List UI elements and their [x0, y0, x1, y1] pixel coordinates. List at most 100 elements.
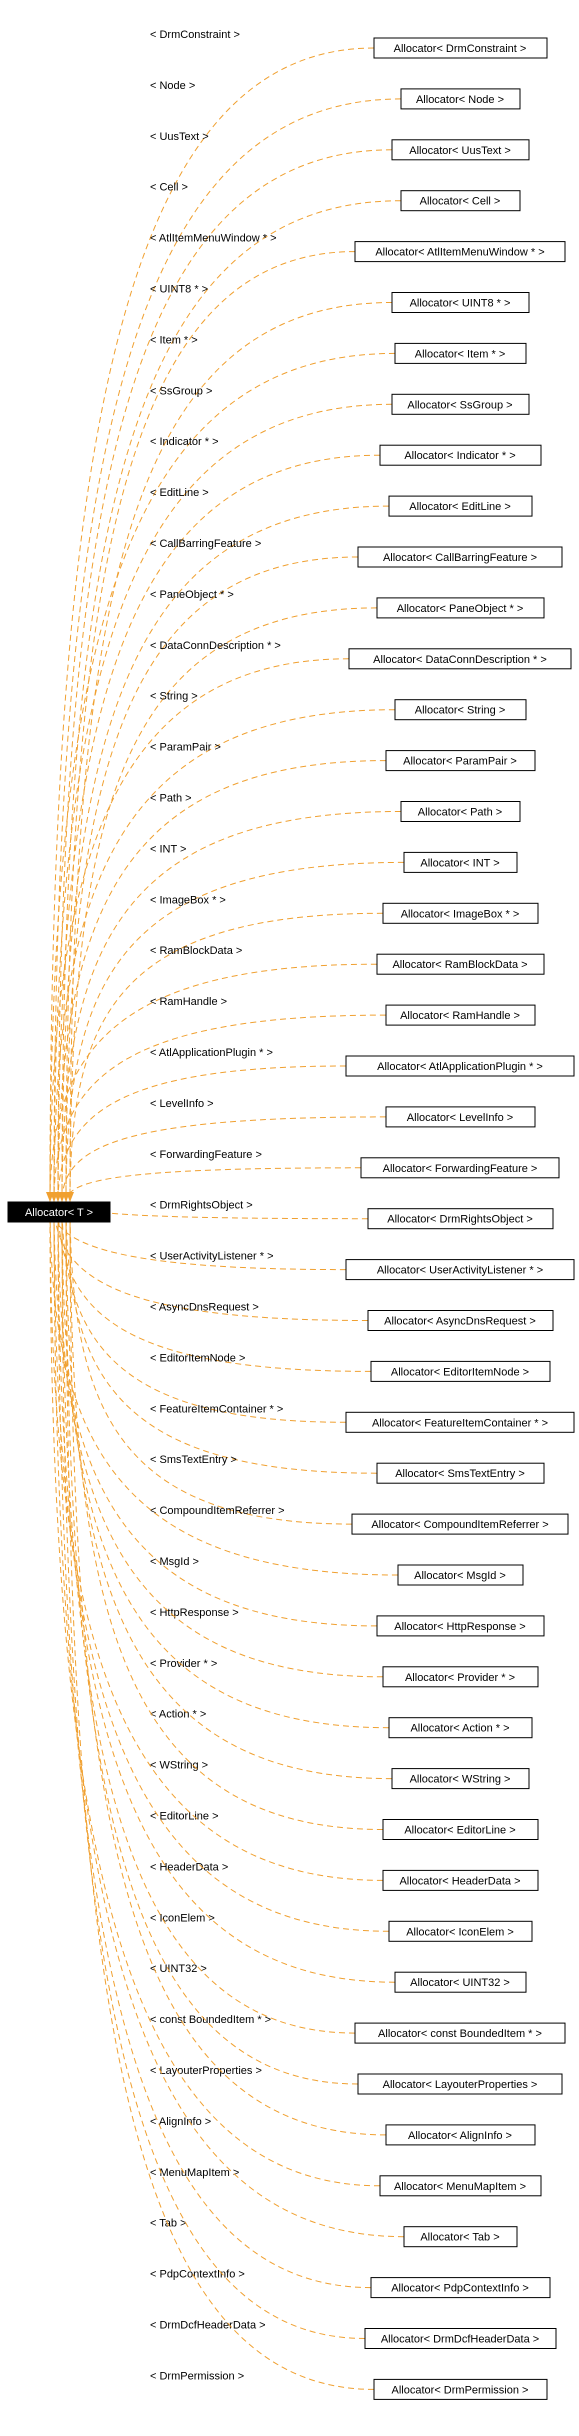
inheritance-edge — [65, 1201, 359, 2085]
derived-node[interactable]: Allocator< MenuMapItem > — [379, 2175, 542, 2197]
derived-node[interactable]: Allocator< DrmDcfHeaderData > — [364, 2328, 557, 2349]
root-node-label: Allocator< T > — [25, 1207, 93, 1219]
derived-node-box — [351, 1513, 569, 1535]
derived-node-box — [367, 1310, 554, 1331]
derived-node[interactable]: Allocator< HttpResponse > — [376, 1615, 545, 1637]
derived-node[interactable]: Allocator< DrmPermission > — [373, 2378, 548, 2400]
inheritance-edge — [49, 1201, 384, 1881]
derived-node[interactable]: Allocator< LevelInfo > — [385, 1106, 536, 1128]
inheritance-edge — [61, 1116, 387, 1203]
derived-node[interactable]: Allocator< RamHandle > — [385, 1004, 536, 1026]
derived-node[interactable]: Allocator< EditLine > — [388, 495, 533, 517]
inheritance-edge — [49, 658, 350, 1203]
derived-node[interactable]: Allocator< ParamPair > — [385, 750, 536, 772]
derived-node[interactable]: Allocator< UusText > — [391, 139, 530, 161]
derived-node[interactable]: Allocator< Action * > — [388, 1717, 533, 1739]
edge-label: < CompoundItemReferrer > — [150, 1505, 285, 1517]
derived-node[interactable]: Allocator< UINT32 > — [394, 1971, 527, 1993]
inheritance-edge — [53, 1201, 378, 1627]
inheritance-edge — [57, 1065, 347, 1203]
derived-node[interactable]: Allocator< SsGroup > — [391, 393, 530, 415]
derived-node[interactable]: Allocator< AtlApplicationPlugin * > — [345, 1055, 575, 1077]
derived-node-label: Allocator< DrmRightsObject > — [387, 1214, 533, 1226]
derived-node[interactable]: Allocator< MsgId > — [397, 1564, 524, 1586]
derived-node-box — [376, 1462, 545, 1484]
inheritance-edge — [69, 1201, 387, 2136]
edge-label: < DrmConstraint > — [150, 29, 240, 41]
derived-node-label: Allocator< Cell > — [420, 196, 501, 208]
derived-node[interactable]: Allocator< AtlItemMenuWindow * > — [354, 241, 566, 263]
edge-label: < Indicator * > — [150, 436, 219, 448]
inheritance-edge — [57, 1201, 396, 1983]
edge-label: < SmsTextEntry > — [150, 1454, 237, 1466]
derived-node-box — [385, 750, 536, 772]
derived-node[interactable]: Allocator< IconElem > — [388, 1920, 533, 1942]
derived-node[interactable]: Allocator< EditorItemNode > — [370, 1360, 551, 1382]
derived-node-label: Allocator< IconElem > — [406, 1926, 514, 1938]
derived-node-box — [345, 1055, 575, 1077]
inheritance-edge — [69, 1201, 384, 1830]
inheritance-edge — [53, 98, 402, 1203]
derived-node[interactable]: Allocator< HeaderData > — [382, 1869, 539, 1891]
inheritance-edge — [57, 1201, 384, 1678]
derived-node[interactable]: Allocator< const BoundedItem * > — [354, 2022, 566, 2044]
derived-node-box — [345, 1411, 575, 1433]
edge-label: < DrmRightsObject > — [150, 1200, 253, 1212]
derived-node[interactable]: Allocator< WString > — [391, 1768, 530, 1790]
derived-node[interactable]: Allocator< Path > — [400, 801, 521, 822]
derived-node[interactable]: Allocator< CompoundItemReferrer > — [351, 1513, 569, 1535]
derived-node[interactable]: Allocator< ForwardingFeature > — [360, 1157, 560, 1179]
derived-node[interactable]: Allocator< FeatureItemContainer * > — [345, 1411, 575, 1433]
derived-node[interactable]: Allocator< PdpContextInfo > — [370, 2277, 551, 2299]
inheritance-edge — [49, 1201, 381, 2187]
derived-node[interactable]: Allocator< AlignInfo > — [385, 2124, 536, 2146]
edge-label: < UusText > — [150, 131, 209, 143]
derived-node[interactable]: Allocator< SmsTextEntry > — [376, 1462, 545, 1484]
derived-node[interactable]: Allocator< DrmConstraint > — [373, 37, 548, 59]
edge-label: < Provider * > — [150, 1658, 217, 1670]
derived-node[interactable]: Allocator< CallBarringFeature > — [357, 546, 563, 568]
derived-node-box — [382, 1869, 539, 1891]
derived-node-box — [367, 1208, 554, 1230]
derived-node[interactable]: Allocator< Indicator * > — [379, 444, 542, 466]
derived-node[interactable]: Allocator< INT > — [403, 851, 518, 873]
derived-node[interactable]: Allocator< PaneObject * > — [376, 597, 545, 619]
inheritance-edge — [65, 1201, 375, 2390]
root-node[interactable]: Allocator< T > — [7, 1201, 111, 1223]
derived-node[interactable]: Allocator< AsyncDnsRequest > — [367, 1310, 554, 1331]
derived-node[interactable]: Allocator< UserActivityListener * > — [345, 1259, 575, 1281]
derived-node[interactable]: Allocator< RamBlockData > — [376, 953, 545, 975]
edge-label: < SsGroup > — [150, 385, 212, 397]
derived-node-label: Allocator< DrmPermission > — [392, 2384, 529, 2396]
derived-node[interactable]: Allocator< EditorLine > — [382, 1819, 539, 1840]
derived-node[interactable]: Allocator< UINT8 * > — [391, 292, 530, 313]
derived-node-label: Allocator< ImageBox * > — [401, 908, 520, 920]
derived-node-box — [385, 1106, 536, 1128]
derived-node-label: Allocator< AsyncDnsRequest > — [384, 1316, 536, 1328]
derived-node[interactable]: Allocator< Item * > — [394, 342, 527, 364]
derived-node[interactable]: Allocator< Node > — [400, 88, 521, 110]
derived-node-box — [373, 37, 548, 59]
derived-node-label: Allocator< CallBarringFeature > — [383, 552, 537, 564]
derived-node[interactable]: Allocator< DrmRightsObject > — [367, 1208, 554, 1230]
derived-node-label: Allocator< HttpResponse > — [394, 1621, 525, 1633]
edge-label: < MenuMapItem > — [150, 2167, 239, 2179]
derived-node-label: Allocator< AtlApplicationPlugin * > — [377, 1061, 543, 1073]
derived-node[interactable]: Allocator< String > — [394, 699, 527, 721]
edge-label: < RamBlockData > — [150, 945, 242, 957]
derived-node[interactable]: Allocator< ImageBox * > — [382, 902, 539, 924]
derived-node[interactable]: Allocator< Tab > — [403, 2226, 518, 2248]
derived-node-box — [379, 444, 542, 466]
derived-node-label: Allocator< Indicator * > — [404, 450, 515, 462]
derived-node[interactable]: Allocator< LayouterProperties > — [357, 2073, 563, 2095]
derived-node-box — [357, 546, 563, 568]
inheritance-edge — [61, 811, 402, 1203]
derived-node[interactable]: Allocator< Provider * > — [382, 1666, 539, 1688]
derived-node-label: Allocator< SsGroup > — [407, 399, 512, 411]
derived-node-box — [345, 1259, 575, 1281]
derived-node[interactable]: Allocator< DataConnDescription * > — [348, 648, 572, 670]
inheritance-edge — [49, 352, 396, 1203]
derived-node[interactable]: Allocator< Cell > — [400, 190, 521, 212]
derived-node-label: Allocator< PaneObject * > — [397, 603, 524, 615]
derived-node-label: Allocator< Tab > — [420, 2232, 499, 2244]
